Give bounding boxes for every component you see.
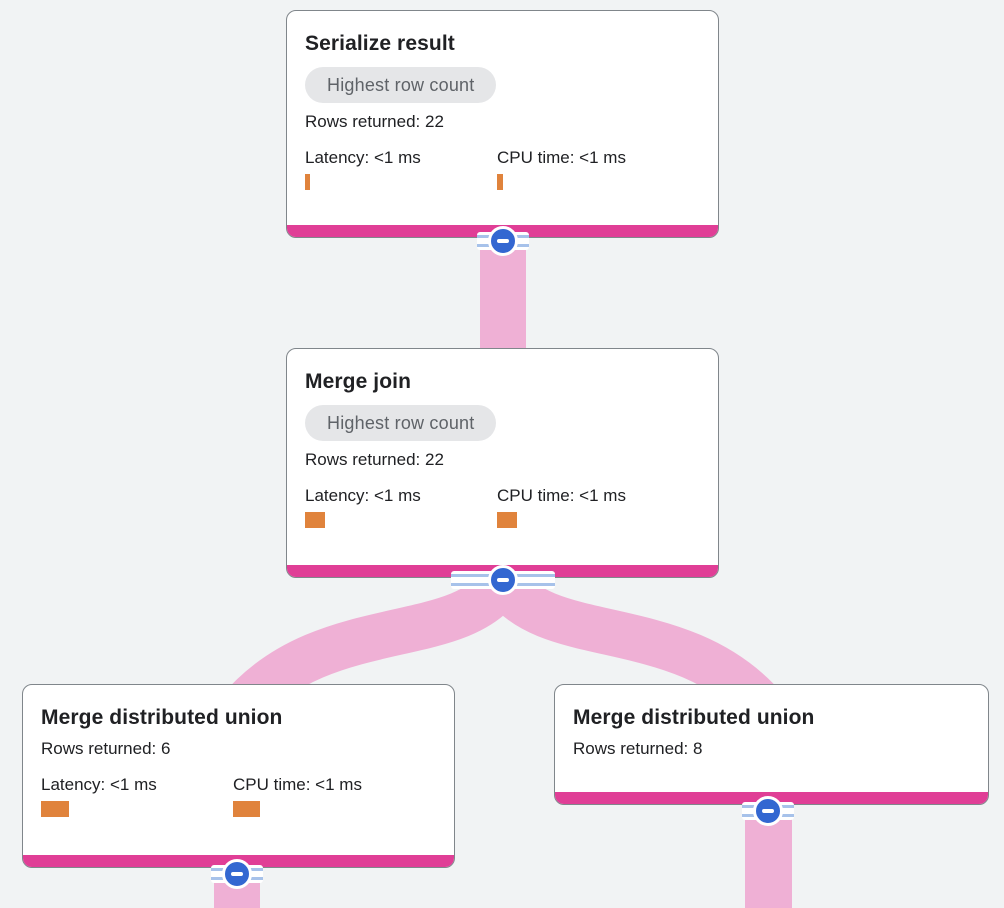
minus-icon[interactable] [488, 565, 518, 595]
edge-mergejoin-to-right-union [483, 567, 786, 728]
node-title: Merge distributed union [573, 706, 815, 729]
cpu-time-bar [233, 801, 260, 817]
latency-label: Latency: <1 ms [305, 486, 421, 505]
node-serialize-result[interactable]: Serialize result Highest row count Rows … [286, 10, 719, 238]
rows-returned-text: Rows returned: 22 [305, 112, 444, 131]
latency-label: Latency: <1 ms [305, 148, 421, 167]
edge-mergejoin-to-left-union [220, 567, 523, 728]
node-merge-distributed-union-left[interactable]: Merge distributed union Rows returned: 6… [22, 684, 455, 868]
latency-bar [41, 801, 69, 817]
node-title: Merge distributed union [41, 706, 283, 729]
cpu-time-label: CPU time: <1 ms [233, 775, 362, 794]
stats-row: Latency: <1 ms CPU time: <1 ms [305, 486, 700, 528]
latency-stat: Latency: <1 ms [305, 148, 497, 190]
cpu-time-stat: CPU time: <1 ms [233, 775, 425, 817]
minus-icon[interactable] [488, 226, 518, 256]
cpu-time-bar [497, 174, 503, 190]
highest-row-count-badge: Highest row count [305, 67, 497, 103]
rows-returned-text: Rows returned: 6 [41, 739, 171, 758]
node-merge-distributed-union-right[interactable]: Merge distributed union Rows returned: 8 [554, 684, 989, 805]
stats-row: Latency: <1 ms CPU time: <1 ms [41, 775, 436, 817]
rows-returned-text: Rows returned: 22 [305, 450, 444, 469]
cpu-time-bar [497, 512, 517, 528]
rows-returned-text: Rows returned: 8 [573, 739, 703, 758]
minus-icon[interactable] [222, 859, 252, 889]
edge-right-union-down [745, 811, 792, 908]
minus-icon[interactable] [753, 796, 783, 826]
node-title: Serialize result [305, 32, 455, 55]
stats-row: Latency: <1 ms CPU time: <1 ms [305, 148, 700, 190]
highest-row-count-badge: Highest row count [305, 405, 497, 441]
latency-bar [305, 174, 310, 190]
cpu-time-label: CPU time: <1 ms [497, 486, 626, 505]
latency-bar [305, 512, 325, 528]
latency-stat: Latency: <1 ms [305, 486, 497, 528]
cpu-time-stat: CPU time: <1 ms [497, 148, 689, 190]
latency-stat: Latency: <1 ms [41, 775, 233, 817]
node-merge-join[interactable]: Merge join Highest row count Rows return… [286, 348, 719, 578]
cpu-time-stat: CPU time: <1 ms [497, 486, 689, 528]
node-title: Merge join [305, 370, 412, 393]
edge-serialize-to-mergejoin [480, 241, 526, 349]
cpu-time-label: CPU time: <1 ms [497, 148, 626, 167]
latency-label: Latency: <1 ms [41, 775, 157, 794]
